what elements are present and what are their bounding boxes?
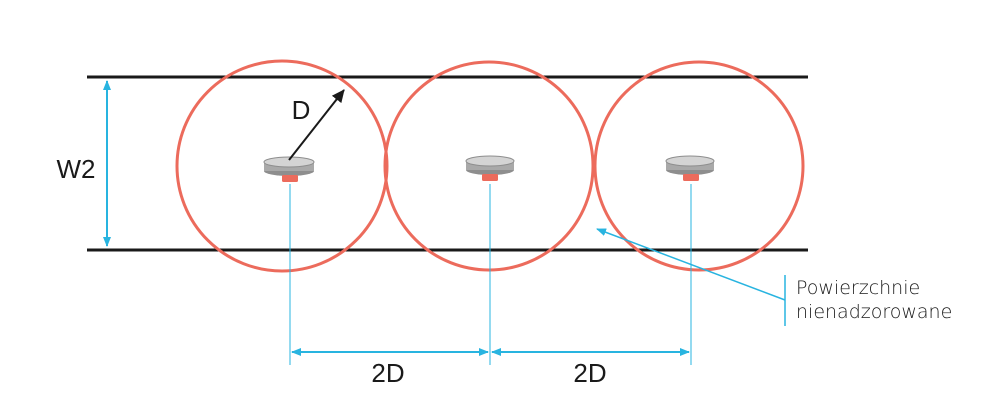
detector-led — [683, 174, 699, 181]
width-label: W2 — [57, 154, 96, 184]
spacing-label-left: 2D — [371, 358, 404, 388]
callout-text-line1: Powierzchnie — [796, 277, 920, 299]
radius-label: D — [292, 95, 311, 125]
detector-led — [282, 175, 298, 182]
coverage-circle-3 — [593, 60, 805, 272]
callout-text-line2: nienadzorowane — [796, 301, 952, 323]
callout-leader-line — [596, 228, 786, 301]
detector-led — [482, 174, 498, 181]
detector-2 — [465, 155, 515, 181]
coverage-circle-1 — [175, 59, 389, 273]
detector-1 — [263, 156, 315, 182]
spacing-label-right: 2D — [573, 358, 606, 388]
radius-arrow — [288, 89, 345, 161]
detector-3 — [665, 155, 715, 181]
coverage-circle-2 — [383, 60, 595, 272]
